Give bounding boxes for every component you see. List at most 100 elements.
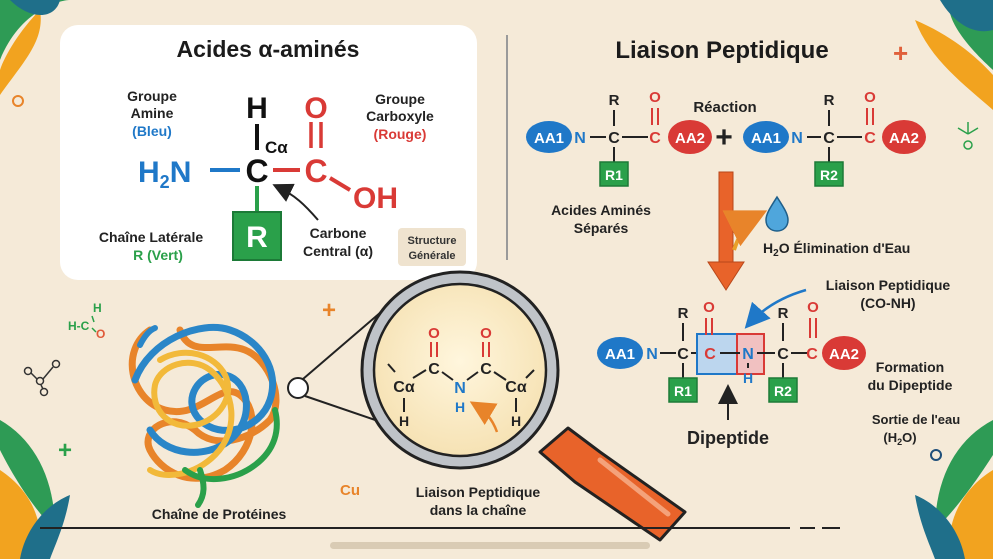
svg-text:R1: R1 [674,383,692,399]
amino-acid-2: AA1 N C R R2 C O AA2 [743,89,926,187]
svg-text:AA1: AA1 [534,130,564,147]
svg-text:O: O [807,299,819,316]
svg-text:C: C [480,361,492,378]
svg-text:+: + [893,38,908,68]
svg-text:C: C [864,130,876,147]
svg-text:C: C [677,346,689,363]
side-chain-r: R [246,221,268,254]
svg-text:R2: R2 [774,383,792,399]
protein-chain-illustration [128,323,280,508]
small-molecule-icon: H-C H O [68,301,105,341]
amino-acid-panel [60,25,477,280]
svg-text:Acides Aminés: Acides Aminés [551,202,651,218]
svg-text:R2: R2 [820,167,838,183]
svg-text:Cα: Cα [505,379,527,396]
svg-text:Cα: Cα [393,379,415,396]
svg-text:Groupe: Groupe [127,88,177,104]
svg-text:Carboxyle: Carboxyle [366,108,434,124]
separated-label: Acides Aminés Séparés [551,202,651,236]
svg-text:Liaison Peptidique: Liaison Peptidique [826,277,951,293]
svg-text:+: + [322,297,336,324]
svg-text:Central (α): Central (α) [303,243,373,259]
svg-text:AA1: AA1 [751,130,781,147]
protein-chain-label: Chaîne de Protéines [152,506,287,522]
reaction-plus: + [715,121,733,154]
svg-text:Sortie de l'eau: Sortie de l'eau [872,412,960,427]
alpha-carbon-label: Cα [265,138,288,157]
dipeptide-label: Dipeptide [687,428,769,448]
svg-text:(CO-NH): (CO-NH) [860,295,915,311]
svg-text:H: H [399,413,409,429]
svg-text:+: + [58,437,72,464]
zoom-peptide-chain: Cα H C O N H C O Cα H [387,325,535,433]
svg-text:C: C [704,346,716,363]
alpha-h-atom: H [246,92,268,125]
svg-text:R (Vert): R (Vert) [133,247,183,263]
svg-text:C: C [806,346,818,363]
svg-text:Générale: Générale [408,250,455,262]
structure-badge: Structure Générale [398,228,466,266]
carboxyl-group-label: Groupe Carboxyle (Rouge) [366,91,434,142]
svg-text:H: H [743,370,753,386]
svg-text:R: R [778,305,789,322]
leaf-decoration-bottom-right [915,420,993,559]
side-chain-label: Chaîne Latérale R (Vert) [99,229,203,263]
svg-text:C: C [428,361,440,378]
magnifier-icon [360,270,687,542]
svg-text:Liaison Peptidique: Liaison Peptidique [416,484,541,500]
central-carbon-label: Carbone Central (α) [272,183,373,259]
amino-acid-title: Acides α-aminés [177,36,360,62]
svg-text:O: O [864,89,876,106]
amino-acid-structure: H C Cα H2N C O OH R [138,92,398,261]
svg-text:R: R [824,92,835,109]
svg-text:C: C [777,346,789,363]
dipeptide-formation-label: Formation du Dipeptide [868,359,953,393]
svg-text:C: C [823,130,835,147]
leaf-decoration-top-right [915,0,993,110]
svg-text:(H2O): (H2O) [883,430,916,447]
svg-text:N: N [454,380,466,397]
svg-text:Séparés: Séparés [574,220,629,236]
svg-text:dans la chaîne: dans la chaîne [430,502,527,518]
svg-text:R: R [609,92,620,109]
peptide-bond-callout: Liaison Peptidique (CO-NH) [744,277,951,329]
water-exit-label: Sortie de l'eau (H2O) [872,412,960,447]
svg-text:Chaîne Latérale: Chaîne Latérale [99,229,203,245]
amine-group-label: Groupe Amine (Bleu) [127,88,177,139]
carboxyl-carbon-atom: C [304,153,327,189]
svg-text:AA2: AA2 [889,130,919,147]
svg-text:H: H [511,413,521,429]
reaction-arrow [707,171,768,291]
svg-text:H: H [93,301,102,315]
svg-text:O: O [480,325,492,342]
svg-text:O: O [428,325,440,342]
svg-text:C: C [608,130,620,147]
svg-text:H: H [455,399,465,415]
svg-text:O: O [649,89,661,106]
zoom-label: Liaison Peptidique dans la chaîne [416,484,541,518]
peptide-bond-title: Liaison Peptidique [615,37,828,64]
svg-text:(Rouge): (Rouge) [374,126,427,142]
svg-text:R1: R1 [605,167,623,183]
bottom-baseline [40,527,840,549]
decor-symbols: + + + [12,38,979,464]
svg-text:Amine: Amine [131,105,174,121]
reaction-label: Réaction [693,99,756,116]
hydroxyl-group: OH [353,182,398,215]
svg-text:R: R [678,305,689,322]
dipeptide-label-group: Dipeptide [687,384,769,448]
water-drop-icon [765,195,789,232]
svg-text:AA1: AA1 [605,346,635,363]
svg-text:N: N [574,130,586,147]
svg-text:AA2: AA2 [829,346,859,363]
leaf-decoration-top-left [0,0,70,95]
copper-label: Cu [340,482,360,499]
svg-text:AA2: AA2 [675,130,705,147]
svg-text:N: N [791,130,803,147]
svg-text:H-C: H-C [68,319,90,333]
svg-text:(Bleu): (Bleu) [132,123,172,139]
amino-acid-1: AA1 N C R R1 C O AA2 [526,89,712,187]
svg-text:du Dipeptide: du Dipeptide [868,377,953,393]
